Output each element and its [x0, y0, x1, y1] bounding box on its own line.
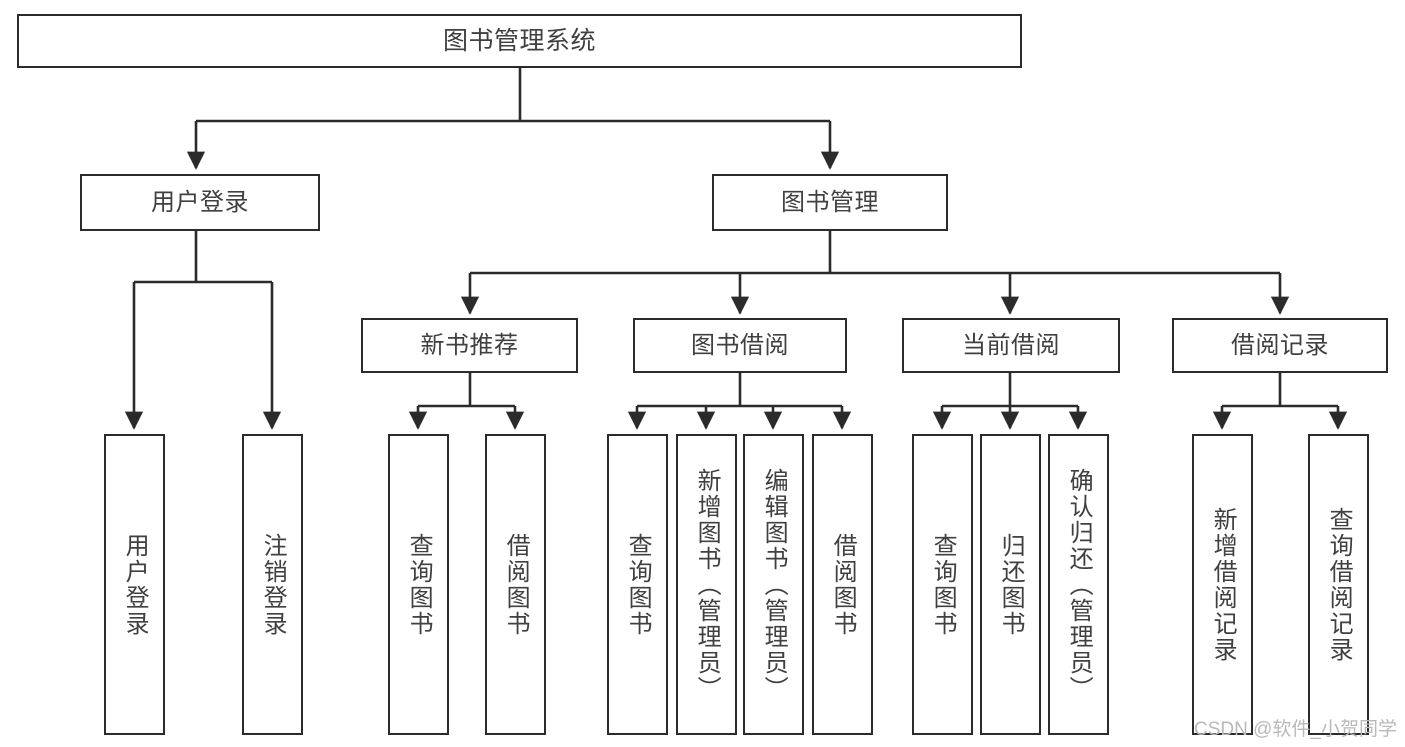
- node-new-book-rec-label: 新书推荐: [420, 331, 519, 359]
- node-leaf-user-logout-label: 注销登录: [259, 532, 287, 637]
- node-borrow-record-label: 借阅记录: [1231, 331, 1329, 359]
- node-leaf-return-book[interactable]: 归还图书: [980, 434, 1041, 735]
- node-current-borrow[interactable]: 当前借阅: [902, 318, 1120, 373]
- node-leaf-query-record[interactable]: 查询借阅记录: [1308, 434, 1369, 735]
- node-leaf-confirm-return-label: 确认归还（管理员）: [1065, 467, 1093, 702]
- node-user-login[interactable]: 用户登录: [80, 174, 320, 231]
- node-leaf-query-book-3-label: 查询图书: [929, 532, 957, 637]
- node-leaf-borrow-book-2-label: 借阅图书: [829, 532, 857, 637]
- node-leaf-add-book[interactable]: 新增图书（管理员）: [676, 434, 737, 735]
- node-leaf-add-record-label: 新增借阅记录: [1209, 506, 1237, 663]
- node-leaf-add-book-label: 新增图书（管理员）: [693, 467, 721, 702]
- node-book-manage-label: 图书管理: [781, 188, 879, 216]
- node-leaf-query-book-1-label: 查询图书: [405, 532, 433, 637]
- node-leaf-query-record-label: 查询借阅记录: [1325, 506, 1353, 663]
- node-leaf-borrow-book-1[interactable]: 借阅图书: [485, 434, 546, 735]
- node-root[interactable]: 图书管理系统: [17, 14, 1022, 68]
- node-book-borrow-label: 图书借阅: [691, 331, 789, 359]
- node-current-borrow-label: 当前借阅: [962, 331, 1060, 359]
- node-leaf-user-logout[interactable]: 注销登录: [242, 434, 303, 735]
- node-user-login-label: 用户登录: [151, 188, 249, 216]
- node-leaf-query-book-1[interactable]: 查询图书: [388, 434, 449, 735]
- node-book-manage[interactable]: 图书管理: [712, 174, 948, 231]
- node-leaf-user-login-label: 用户登录: [121, 532, 149, 637]
- node-leaf-confirm-return[interactable]: 确认归还（管理员）: [1048, 434, 1109, 735]
- node-leaf-edit-book[interactable]: 编辑图书（管理员）: [743, 434, 804, 735]
- node-leaf-query-book-3[interactable]: 查询图书: [912, 434, 973, 735]
- node-leaf-edit-book-label: 编辑图书（管理员）: [760, 467, 788, 702]
- node-leaf-user-login[interactable]: 用户登录: [104, 434, 165, 735]
- node-leaf-return-book-label: 归还图书: [997, 532, 1025, 637]
- node-new-book-rec[interactable]: 新书推荐: [361, 318, 578, 373]
- node-leaf-query-book-2[interactable]: 查询图书: [607, 434, 668, 735]
- node-leaf-add-record[interactable]: 新增借阅记录: [1192, 434, 1253, 735]
- node-leaf-query-book-2-label: 查询图书: [624, 532, 652, 637]
- csdn-watermark: CSDN @软件_小贺同学: [1194, 719, 1397, 740]
- node-root-label: 图书管理系统: [442, 26, 596, 55]
- node-borrow-record[interactable]: 借阅记录: [1172, 318, 1388, 373]
- node-leaf-borrow-book-2[interactable]: 借阅图书: [812, 434, 873, 735]
- node-leaf-borrow-book-1-label: 借阅图书: [502, 532, 530, 637]
- node-book-borrow[interactable]: 图书借阅: [633, 318, 847, 373]
